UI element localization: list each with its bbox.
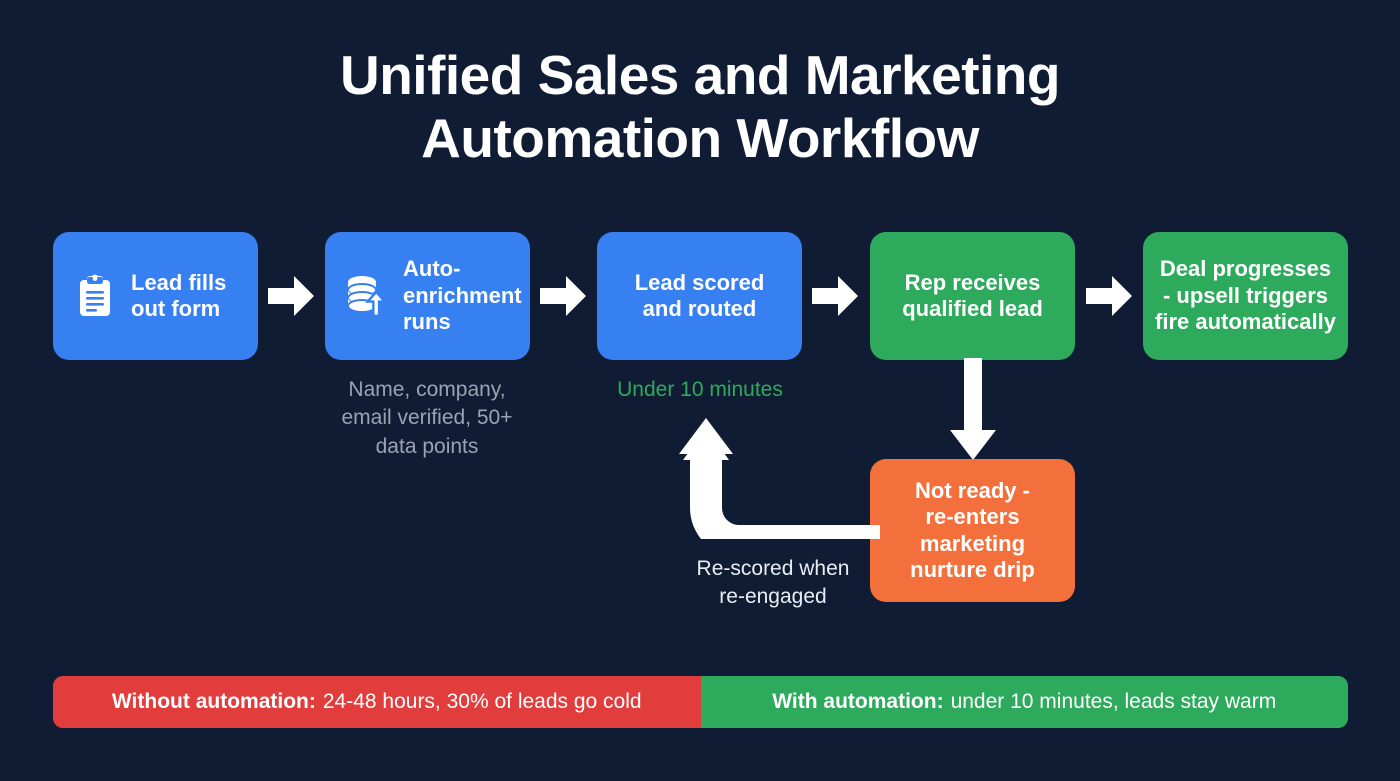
- node-auto-enrichment-runs[interactable]: Auto- enrichment runs: [325, 232, 530, 360]
- arrow-form-to-enrichment: [268, 275, 315, 317]
- node-label-line-2: - upsell triggers: [1162, 282, 1329, 308]
- page-title-line-1: Unified Sales and Marketing: [339, 44, 1061, 106]
- caption-under-10-minutes: Under 10 minutes: [617, 378, 783, 401]
- node-not-ready-nurture-drip[interactable]: Not ready - re-enters marketing nurture …: [870, 459, 1075, 602]
- caption-line-1: Re-scored when: [696, 557, 850, 580]
- database-upload-icon: [345, 271, 389, 321]
- comparison-with-automation: With automation: under 10 minutes, leads…: [700, 676, 1348, 728]
- node-label-line-1: Auto-: [403, 256, 461, 282]
- node-label: Lead scored and routed: [635, 270, 765, 323]
- node-label-line-3: marketing: [919, 530, 1026, 556]
- arrow-enrichment-to-scored: [540, 275, 587, 317]
- arrow-loop-back-to-scored: [665, 414, 880, 539]
- caption-line-1: Name, company,: [348, 378, 506, 401]
- node-rep-receives-qualified-lead[interactable]: Rep receives qualified lead: [870, 232, 1075, 360]
- node-label: Not ready - re-enters marketing nurture …: [910, 478, 1035, 584]
- node-label-line-1: Lead fills: [131, 269, 227, 295]
- caption-enrichment-details: Name, company, email verified, 50+ data …: [307, 376, 547, 461]
- node-label-line-2: re-enters: [925, 504, 1020, 530]
- node-label-line-3: fire automatically: [1155, 309, 1336, 335]
- node-label-line-2: out form: [131, 296, 221, 321]
- arrow-scored-to-rep: [812, 275, 859, 317]
- comparison-without-automation: Without automation: 24-48 hours, 30% of …: [53, 676, 701, 728]
- arrow-rep-to-deal: [1086, 275, 1133, 317]
- node-label: Deal progresses - upsell triggers fire a…: [1155, 256, 1336, 335]
- caption-line-2: re-engaged: [719, 585, 827, 609]
- node-label-line-2: qualified lead: [902, 296, 1043, 321]
- node-label-line-1: Rep receives: [904, 269, 1041, 295]
- page-title-line-2: Automation Workflow: [421, 106, 979, 169]
- node-label-line-1: Not ready -: [915, 477, 1030, 503]
- node-deal-progresses[interactable]: Deal progresses - upsell triggers fire a…: [1143, 232, 1348, 360]
- comparison-with-value: under 10 minutes, leads stay warm: [950, 690, 1277, 713]
- node-lead-scored-and-routed[interactable]: Lead scored and routed: [597, 232, 802, 360]
- node-label-line-4: nurture drip: [910, 556, 1035, 582]
- node-label-line-2: and routed: [642, 296, 757, 321]
- comparison-bar: Without automation: 24-48 hours, 30% of …: [53, 676, 1348, 728]
- page-title: Unified Sales and Marketing Automation W…: [0, 44, 1400, 169]
- comparison-with-label: With automation:: [772, 690, 944, 713]
- caption-line-2: email verified, 50+: [341, 406, 513, 430]
- node-label-line-1: Deal progresses: [1159, 256, 1332, 282]
- node-label-line-3: runs: [403, 309, 451, 335]
- comparison-without-label: Without automation:: [111, 690, 316, 713]
- caption-re-scored-when-re-engaged: Re-scored when re-engaged: [653, 555, 893, 612]
- caption-line-3: data points: [375, 434, 479, 458]
- node-label: Auto- enrichment runs: [403, 256, 522, 335]
- node-label-line-2: enrichment: [403, 282, 522, 308]
- comparison-without-value: 24-48 hours, 30% of leads go cold: [322, 690, 642, 713]
- node-label-line-1: Lead scored: [634, 269, 765, 295]
- node-label: Lead fills out form: [131, 270, 226, 323]
- arrow-rep-to-not-ready: [948, 358, 998, 462]
- node-lead-fills-out-form[interactable]: Lead fills out form: [53, 232, 258, 360]
- clipboard-icon: [73, 271, 117, 321]
- node-label: Rep receives qualified lead: [902, 270, 1043, 323]
